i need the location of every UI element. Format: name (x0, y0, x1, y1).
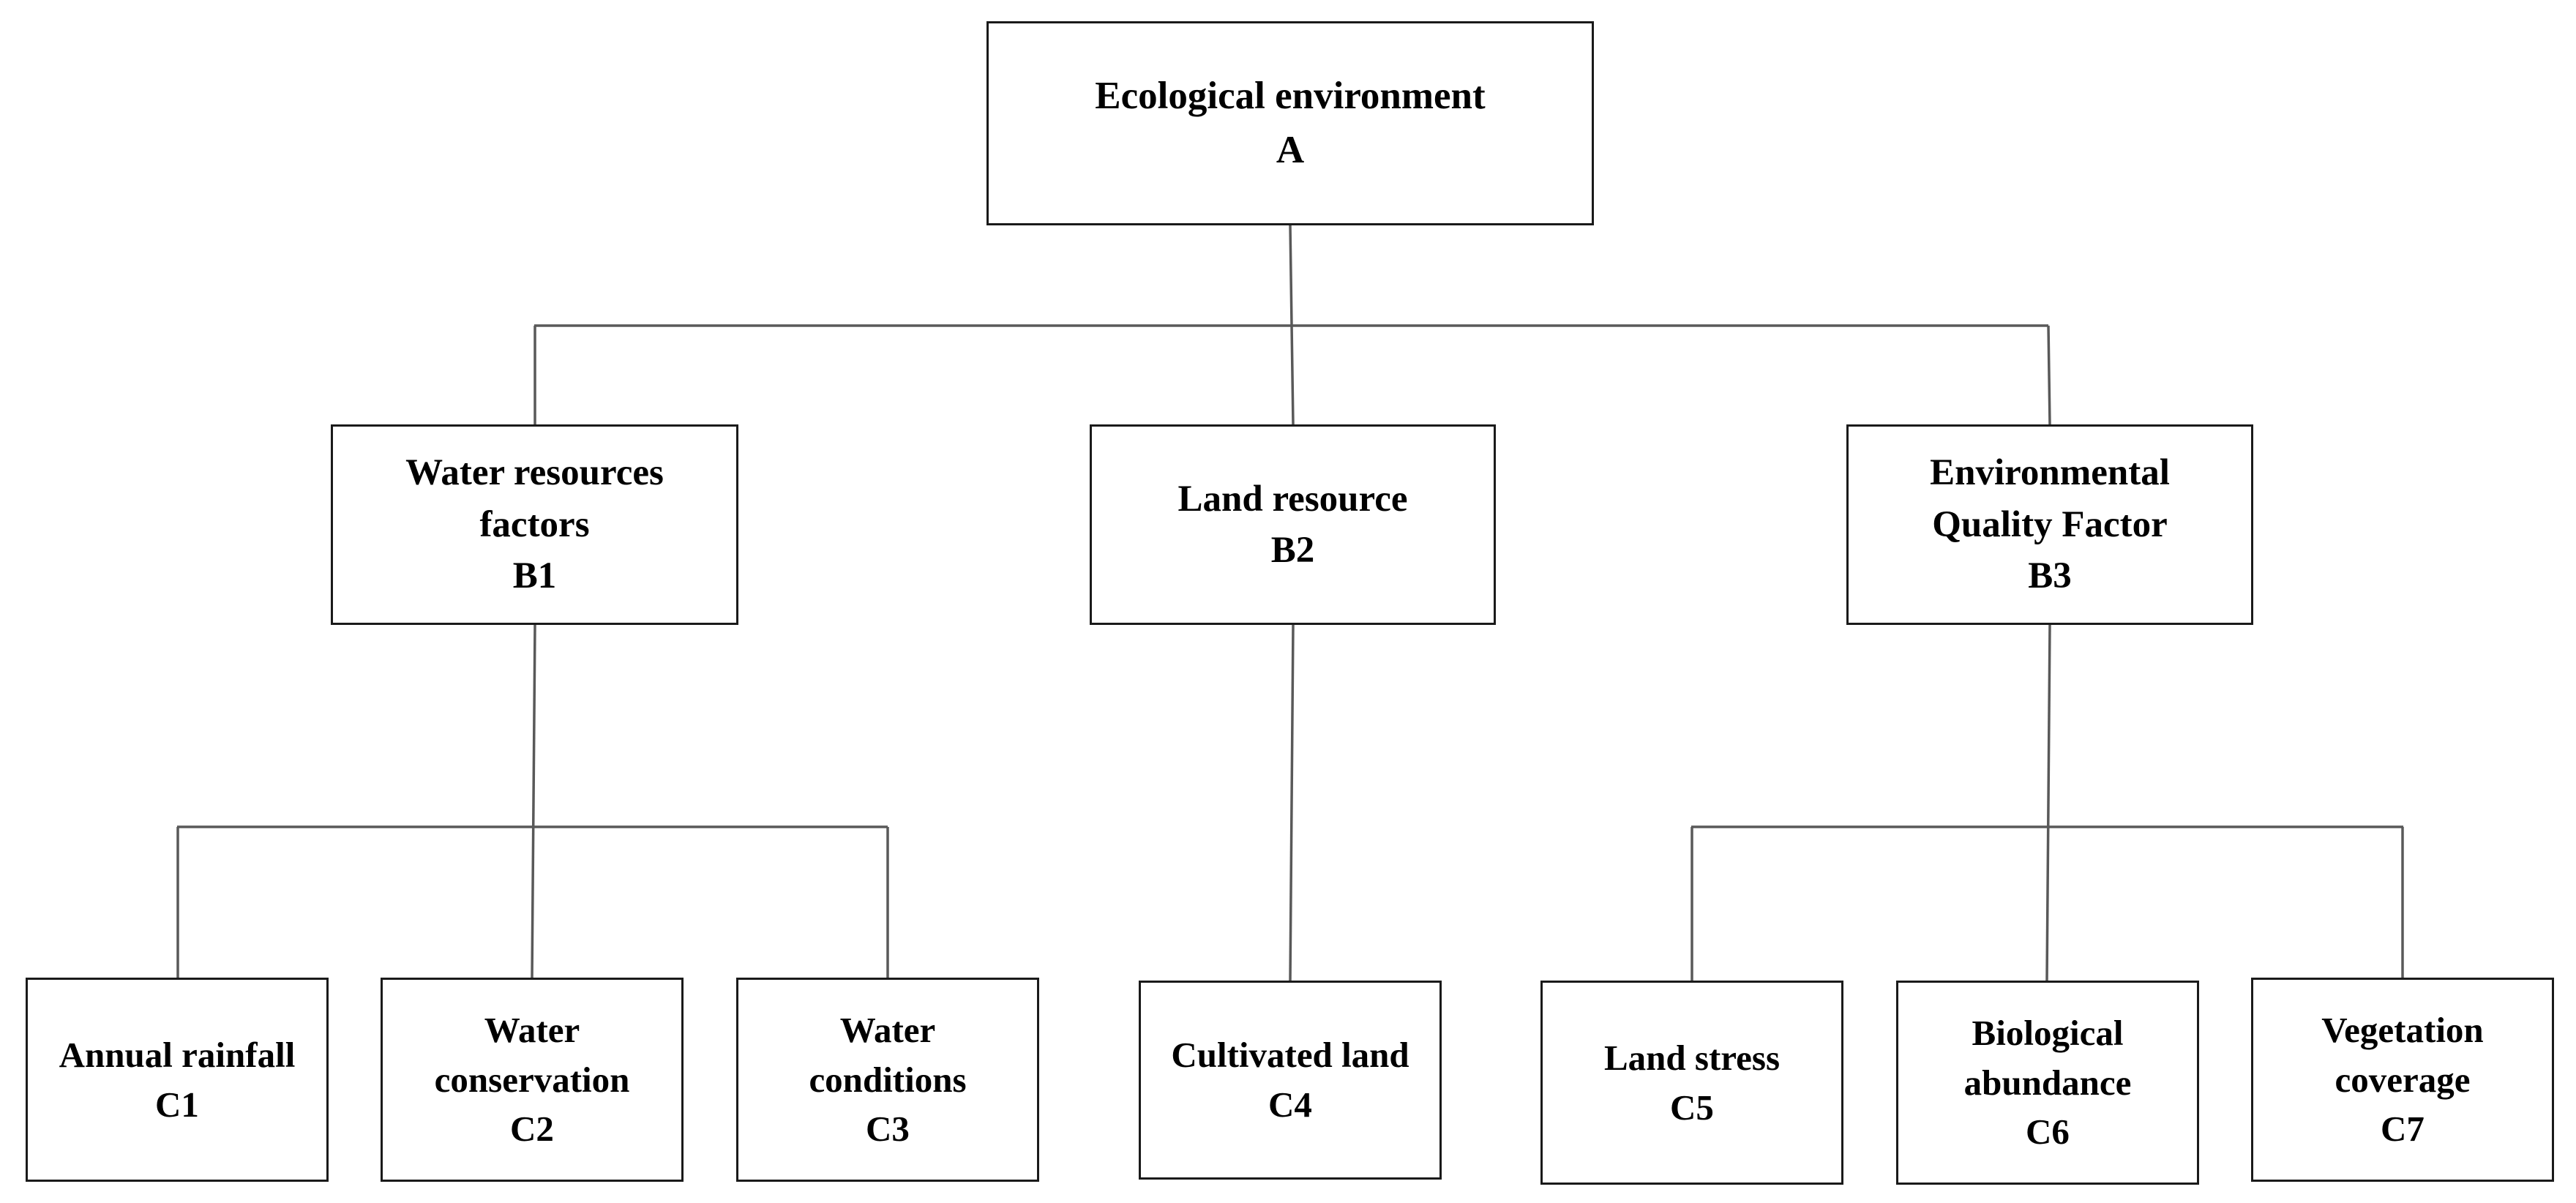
criterion-node-water-resources-factors: Water resources factors B1 (331, 424, 738, 625)
node-code: B3 (2028, 555, 2072, 597)
indicator-node-water-conditions: Water conditions C3 (736, 978, 1039, 1182)
indicator-node-biological-abundance: Biological abundance C6 (1896, 981, 2199, 1185)
node-label-line: Water (484, 1010, 580, 1051)
node-code: C5 (1670, 1087, 1714, 1128)
indicator-node-vegetation-coverage: Vegetation coverage C7 (2251, 978, 2554, 1182)
node-label-line: abundance (1963, 1062, 2132, 1103)
criterion-node-environmental-quality-factor: Environmental Quality Factor B3 (1846, 424, 2253, 625)
node-code: C1 (155, 1084, 199, 1125)
node-code: A (1276, 128, 1305, 171)
indicator-node-annual-rainfall: Annual rainfall C1 (26, 978, 329, 1182)
node-label-line: Vegetation (2321, 1010, 2484, 1051)
goal-node-ecological-environment: Ecological environment A (986, 21, 1594, 225)
node-label-line: Biological (1972, 1013, 2124, 1054)
connector-b2-trunk (1289, 624, 1295, 981)
node-label-line: coverage (2334, 1059, 2471, 1100)
node-label-line: conservation (434, 1059, 630, 1100)
node-label: Ecological environment (1095, 75, 1486, 118)
criterion-node-land-resource: Land resource B2 (1090, 424, 1496, 625)
indicator-node-water-conservation: Water conservation C2 (381, 978, 684, 1182)
connector-b3-drop (2047, 325, 2051, 425)
node-code: C7 (2381, 1109, 2425, 1150)
node-label-line: Quality Factor (1932, 503, 2168, 545)
node-code: C4 (1268, 1084, 1312, 1125)
indicator-node-land-stress: Land stress C5 (1540, 981, 1843, 1185)
connector-b1-trunk (531, 624, 536, 978)
node-label-line: factors (479, 503, 590, 545)
node-label-line: Water (839, 1010, 936, 1051)
node-label-line: Environmental (1930, 452, 2170, 494)
node-label-line: Cultivated land (1171, 1035, 1409, 1076)
node-label-line: conditions (809, 1059, 967, 1100)
indicator-node-cultivated-land: Cultivated land C4 (1139, 981, 1442, 1180)
node-code: C2 (510, 1109, 554, 1150)
node-code: C6 (2026, 1112, 2070, 1153)
node-code: B1 (512, 555, 557, 597)
node-label-line: Land resource (1177, 478, 1408, 520)
node-label-line: Land stress (1603, 1037, 1781, 1078)
node-code: B2 (1270, 530, 1315, 571)
node-code: C3 (866, 1109, 910, 1150)
connector-b3-trunk (2045, 624, 2051, 981)
node-label-line: Water resources (405, 452, 664, 494)
node-label-line: Annual rainfall (59, 1034, 296, 1075)
